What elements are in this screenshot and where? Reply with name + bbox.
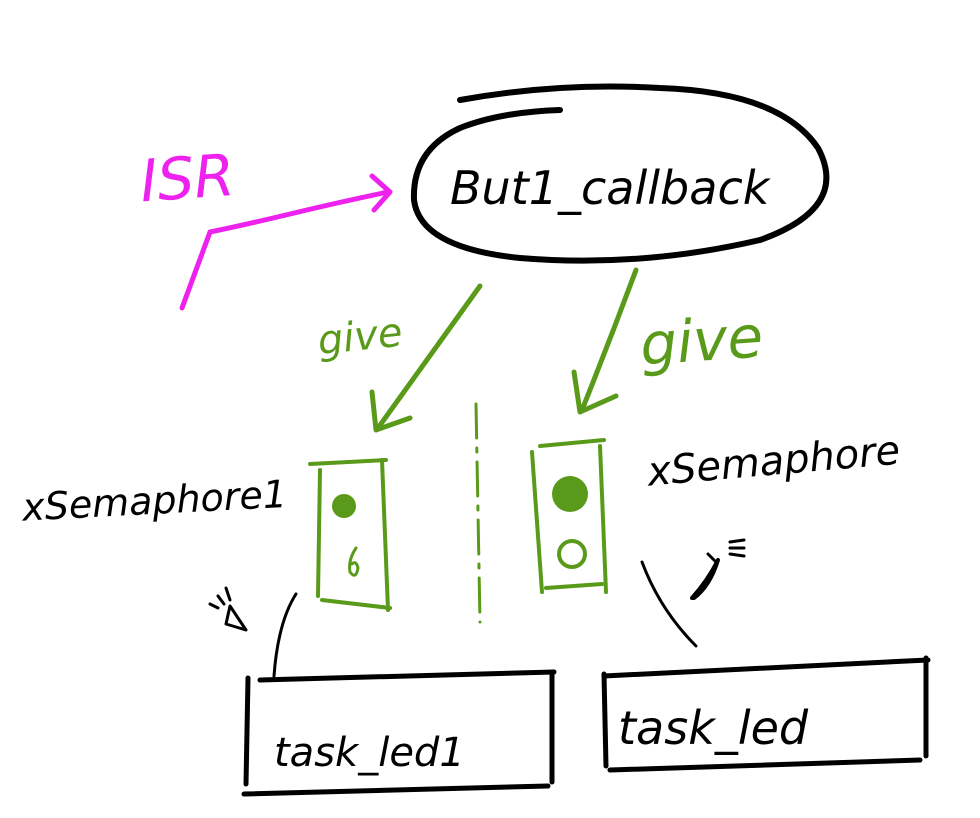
- isr-arrow: [179, 173, 393, 311]
- semaphore-right-token-full: [552, 476, 588, 512]
- semaphore-left: [308, 458, 392, 612]
- center-divider: [474, 402, 482, 624]
- semaphore-right: [530, 438, 608, 594]
- semaphore-right-label: xSemaphore: [643, 428, 901, 496]
- task-left-label: task_led1: [274, 730, 465, 776]
- give-arrow-right: [571, 267, 639, 415]
- semaphore-right-token-empty: [557, 539, 587, 569]
- semaphore-left-token-full: [332, 494, 356, 518]
- isr-label: ISR: [138, 141, 237, 215]
- callback-ellipse: [410, 83, 830, 264]
- give-left-label: give: [316, 310, 405, 365]
- task-right: task_led: [601, 655, 931, 773]
- semaphore-left-token-empty: [348, 546, 360, 577]
- wake-icon-right: [640, 538, 746, 648]
- task-left: task_led1: [241, 669, 557, 797]
- give-right-label: give: [638, 302, 765, 378]
- callback-label: But1_callback: [450, 161, 772, 215]
- semaphore-left-label: xSemaphore1: [20, 472, 288, 530]
- callback-node: But1_callback: [410, 83, 830, 264]
- sleep-icon-left: [208, 586, 298, 678]
- task-right-label: task_led: [618, 701, 809, 755]
- give-arrow-left: [369, 283, 483, 433]
